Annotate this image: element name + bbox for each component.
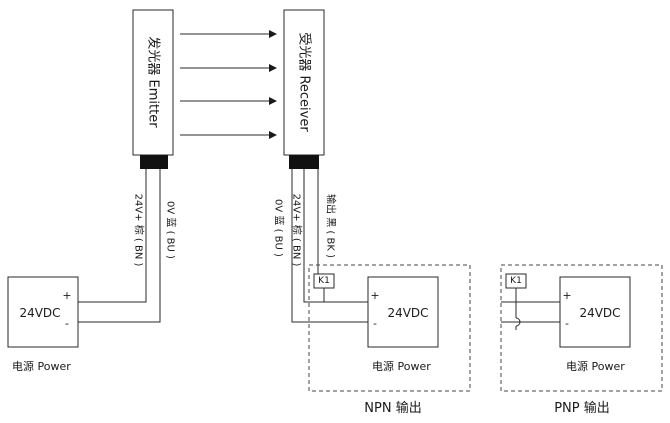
left-supply-minus: - bbox=[65, 317, 69, 330]
pnp-relay-label: K1 bbox=[510, 276, 522, 286]
pnp-output-section: K1 24VDC + - 电源 Power PNP 输出 bbox=[500, 264, 663, 416]
emitter-wire-brown-label: 24V+ 棕 ( BN ) bbox=[133, 194, 146, 267]
npn-relay-label: K1 bbox=[318, 276, 330, 286]
pnp-title: PNP 输出 bbox=[554, 400, 610, 416]
left-supply-plus: + bbox=[62, 289, 71, 302]
pnp-supply-voltage: 24VDC bbox=[579, 306, 620, 320]
left-supply-voltage: 24VDC bbox=[19, 306, 60, 320]
emitter-unit: 发光器 Emitter bbox=[132, 9, 174, 169]
emitter-label: 发光器 Emitter bbox=[146, 36, 162, 128]
emitter-wire-brown bbox=[78, 169, 147, 303]
receiver-wire-black-label: 输出 黑 ( BK ) bbox=[325, 194, 338, 258]
pnp-supply-caption: 电源 Power bbox=[566, 359, 625, 373]
npn-dashed-frame bbox=[308, 264, 471, 392]
pnp-supply-box bbox=[559, 276, 631, 348]
pnp-supply-plus: + bbox=[562, 289, 571, 302]
npn-title: NPN 输出 bbox=[364, 400, 421, 416]
emitter-wiring: 24V+ 棕 ( BN ) 0V 蓝 ( BU ) bbox=[78, 169, 177, 323]
emitter-body bbox=[132, 9, 174, 156]
left-supply-caption: 电源 Power bbox=[12, 359, 71, 373]
npn-supply-minus: - bbox=[373, 317, 377, 330]
pnp-dashed-frame bbox=[500, 264, 663, 392]
receiver-label: 受光器 Receiver bbox=[297, 32, 312, 132]
receiver-wire-blue bbox=[291, 169, 368, 323]
receiver-wire-brown bbox=[303, 169, 368, 303]
npn-supply-voltage: 24VDC bbox=[387, 306, 428, 320]
receiver-unit: 受光器 Receiver bbox=[283, 9, 325, 169]
receiver-wire-blue-label: 0V 蓝 ( BU ) bbox=[273, 199, 285, 257]
npn-supply-plus: + bbox=[370, 289, 379, 302]
receiver-connector bbox=[289, 155, 319, 169]
receiver-wire-brown-label: 24V+ 棕 ( BN ) bbox=[291, 194, 304, 267]
left-supply-box bbox=[7, 276, 79, 348]
emitter-connector bbox=[140, 155, 168, 169]
npn-supply-box bbox=[367, 276, 439, 348]
npn-output-section: K1 24VDC + - 电源 Power NPN 输出 bbox=[308, 264, 471, 416]
pnp-supply-minus: - bbox=[565, 317, 569, 330]
receiver-wiring: 0V 蓝 ( BU ) 24V+ 棕 ( BN ) 输出 黑 ( BK ) bbox=[273, 169, 368, 323]
npn-supply-caption: 电源 Power bbox=[372, 359, 431, 373]
emitter-wire-blue-label: 0V 蓝 ( BU ) bbox=[165, 201, 177, 259]
light-beams bbox=[180, 30, 277, 139]
left-power-supply: 24VDC + - 电源 Power bbox=[7, 276, 79, 373]
emitter-wire-blue bbox=[78, 169, 161, 323]
